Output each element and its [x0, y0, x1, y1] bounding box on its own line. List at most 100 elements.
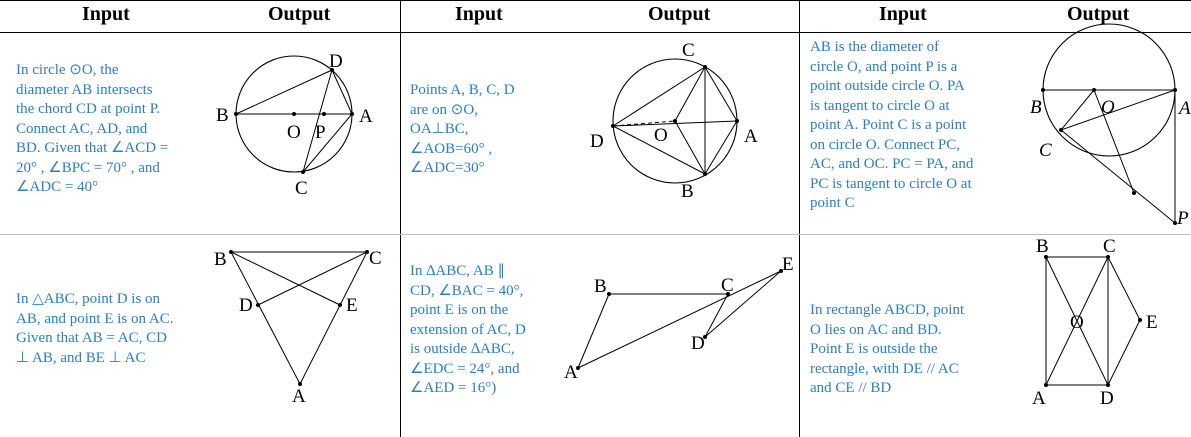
label-e: E [1146, 312, 1158, 333]
label-e: E [782, 254, 794, 275]
text-line: AC, and OC. PC = PA, and [810, 156, 974, 172]
label-c: C [1039, 140, 1052, 161]
segment-de [704, 270, 782, 338]
segment-dc [302, 69, 333, 173]
figure-isosceles-triangle: B C D E A [214, 248, 382, 407]
label-b: B [594, 276, 607, 297]
point-c [301, 170, 305, 174]
point-b [703, 172, 707, 176]
point-a [1044, 383, 1048, 387]
segment-cd [257, 251, 368, 306]
header-input-2: Input [455, 3, 503, 25]
point-p [322, 112, 326, 116]
segment-ba [704, 120, 738, 175]
point-b [1044, 255, 1048, 259]
text-line: ⊥ AB, and BE ⊥ AC [16, 349, 146, 366]
problem-text-4: In △ABC, point D is on AB, and point E i… [16, 290, 216, 368]
point-p [1173, 221, 1177, 225]
segment-dc [612, 66, 706, 127]
point-c [1059, 128, 1063, 132]
problem-text-1: In circle ⊙O, the diameter AB intersects… [16, 61, 216, 198]
segment-ae [577, 270, 782, 369]
text-line: ∠ADC = 40° [16, 179, 99, 195]
label-a: A [292, 386, 306, 407]
header-input-1: Input [82, 3, 130, 25]
text-line: diameter AB intersects [16, 81, 153, 98]
text-line: point E is on the [410, 302, 509, 318]
text-line: PC is tangent to circle O at [810, 175, 972, 192]
point-b [234, 112, 238, 116]
point-b [229, 250, 233, 254]
point-b [607, 292, 611, 296]
label-b: B [1036, 236, 1049, 257]
label-d: D [590, 131, 604, 152]
text-line: are on ⊙O, [410, 101, 478, 118]
point-c [703, 65, 707, 69]
header-output-1: Output [268, 3, 331, 25]
text-line: point C [810, 195, 855, 211]
text-line: CD, ∠BAC = 40°, [410, 282, 524, 299]
segment-bd [235, 69, 333, 115]
segment-ca [704, 66, 738, 122]
segment-de [1107, 319, 1141, 386]
segment-da [612, 120, 738, 127]
text-line: Points A, B, C, D [410, 82, 515, 98]
label-o: O [654, 125, 668, 146]
label-c: C [295, 178, 308, 199]
problem-text-5: In ∆ABC, AB ∥ CD, ∠BAC = 40°, point E is… [410, 262, 560, 399]
segment-ad [331, 69, 353, 115]
label-c: C [721, 275, 734, 296]
segment-ce [1107, 256, 1141, 321]
header-output-2: Output [648, 3, 711, 25]
label-o: O [1070, 312, 1084, 333]
point-d [256, 303, 260, 307]
text-line: point outside circle O. PA [810, 78, 965, 94]
table-top-border [0, 0, 1191, 1]
segment-db [612, 125, 706, 175]
text-line: Point E is outside the [810, 341, 938, 357]
label-b: B [214, 249, 227, 270]
text-line: In rectangle ABCD, point [810, 302, 965, 318]
problem-text-3: AB is the diameter of circle O, and poin… [810, 38, 1015, 214]
header-row: Input Output Input Output Input Output [0, 1, 1191, 33]
segment-ab [577, 293, 610, 369]
point-o [673, 119, 677, 123]
label-a: A [359, 106, 373, 127]
text-line: ∠AOB=60° , [410, 140, 493, 157]
label-c: C [1103, 236, 1116, 257]
label-o: O [287, 122, 301, 143]
column-divider-1 [400, 1, 401, 437]
text-line: Given that AB = AC, CD [16, 330, 167, 346]
text-line: O lies on AC and BD. [810, 321, 942, 338]
label-p: P [1176, 208, 1189, 229]
point-e [779, 269, 783, 273]
text-line: the chord CD at point P. [16, 101, 161, 117]
point-e [338, 303, 342, 307]
segment-ob-inner [1093, 89, 1135, 194]
point-o [292, 112, 296, 116]
label-c: C [682, 40, 695, 61]
point-d [703, 335, 707, 339]
segment-ob [674, 120, 706, 175]
point-c [726, 292, 730, 296]
point-d [330, 68, 334, 72]
text-line: AB, and point E is on AC. [16, 310, 174, 327]
label-a: A [1177, 98, 1191, 119]
text-line: point A. Point C is a point [810, 117, 967, 133]
point-c [365, 250, 369, 254]
segment-od-dashed [612, 120, 676, 127]
label-d: D [1100, 388, 1114, 409]
point-a [350, 112, 354, 116]
label-a: A [744, 126, 758, 147]
label-d: D [239, 295, 253, 316]
text-line: 20° , ∠BPC = 70° , and [16, 159, 160, 176]
text-line: ∠EDC = 24°, and [410, 360, 520, 377]
point-c [1106, 255, 1110, 259]
text-line: BD. Given that ∠ACD = [16, 140, 169, 156]
segment-ca [299, 251, 368, 385]
figure-parallel-lines: B C E D A [564, 254, 794, 383]
text-line: circle O, and point P is a [810, 58, 958, 75]
label-b: B [216, 105, 229, 126]
label-e: E [346, 295, 358, 316]
text-line: OA⊥BC, [410, 121, 469, 137]
